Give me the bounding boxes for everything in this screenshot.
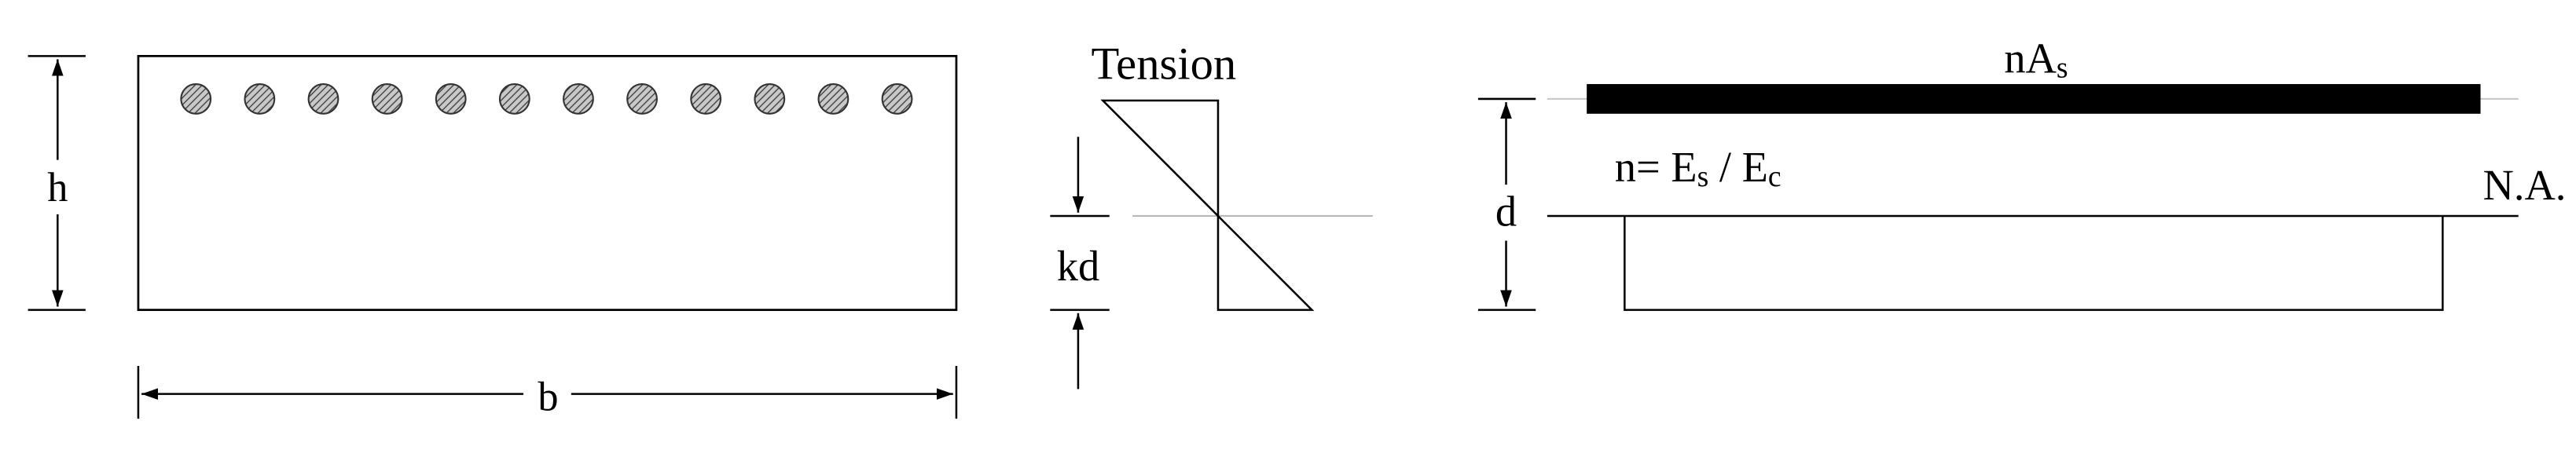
rebar-row — [180, 82, 913, 115]
modular-ratio-label: n= Es / Ec — [1615, 143, 1782, 193]
tension-triangle — [1100, 99, 1220, 217]
tension-label: Tension — [1091, 38, 1236, 90]
rebar — [307, 82, 339, 115]
d-label: d — [1495, 187, 1517, 235]
beam-outline — [137, 54, 958, 311]
steel-area-label: nAs — [2004, 34, 2068, 84]
beam-cross-section — [137, 54, 958, 311]
rebar — [371, 82, 403, 115]
rebar — [244, 82, 276, 115]
rebar — [498, 82, 530, 115]
rebar — [690, 82, 722, 115]
rebar — [881, 82, 913, 115]
rebar — [817, 82, 849, 115]
height-label: h — [47, 165, 68, 210]
width-label: b — [538, 375, 558, 420]
compression-zone — [1624, 215, 2444, 311]
rebar — [754, 82, 786, 115]
rebar — [180, 82, 212, 115]
rebar — [626, 82, 658, 115]
transformed-steel-bar — [1587, 84, 2481, 114]
width-dimension — [137, 365, 958, 419]
kd-label: kd — [1057, 242, 1099, 290]
stress-diagram — [1100, 99, 1373, 311]
height-dimension — [28, 55, 86, 311]
d-dimension — [1477, 97, 1536, 311]
rebar — [563, 82, 594, 115]
compression-triangle — [1216, 215, 1315, 311]
transformed-section — [1547, 84, 2519, 311]
kd-dimension — [1050, 137, 1110, 390]
neutral-axis-label: N.A. — [2483, 161, 2567, 209]
rebar — [435, 82, 467, 115]
